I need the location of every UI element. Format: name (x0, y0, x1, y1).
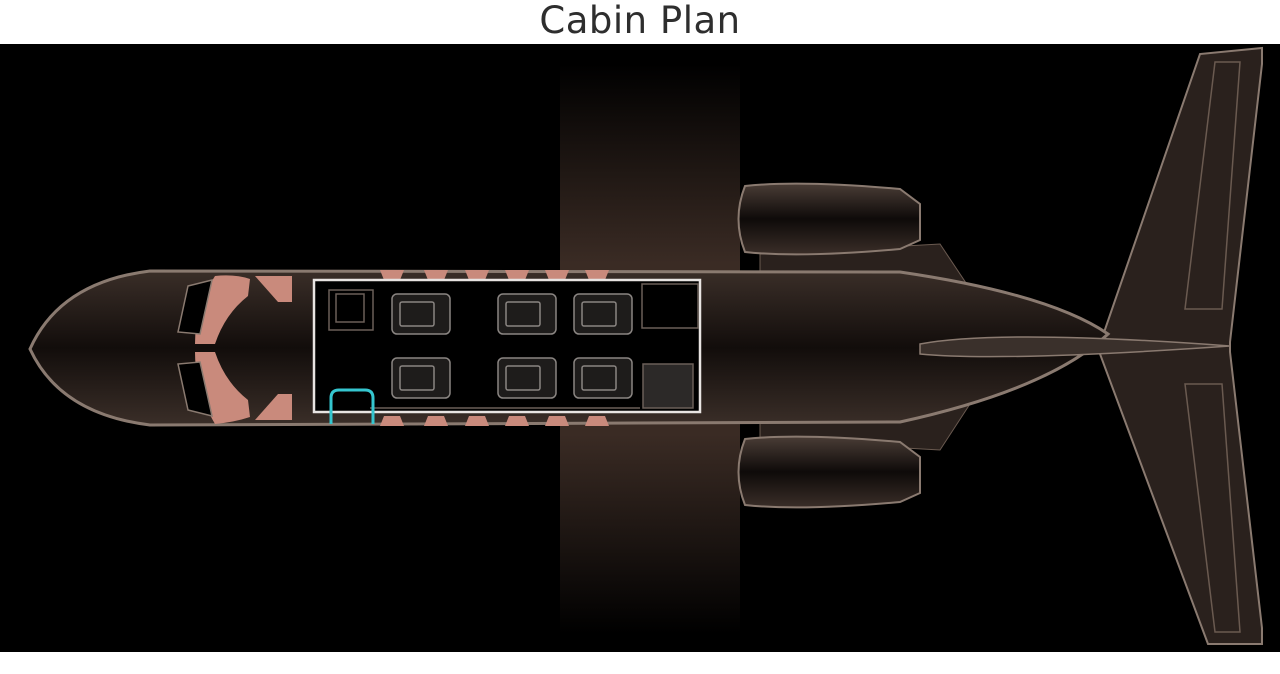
seat (573, 357, 633, 399)
windows-top (380, 270, 609, 280)
passenger-seats (391, 293, 633, 399)
seat (497, 293, 557, 335)
entry-door (329, 388, 375, 424)
aircraft-illustration (28, 46, 1263, 645)
seat (497, 357, 557, 399)
page-title: Cabin Plan (539, 0, 741, 42)
seat (573, 293, 633, 335)
tail-cone (919, 336, 1231, 358)
cabin-plan-diagram (0, 44, 1280, 652)
stabilizer-trim-top (1184, 61, 1241, 310)
cabin-fixtures (328, 283, 699, 409)
windows-bottom (380, 416, 609, 426)
cockpit-consoles (177, 278, 213, 418)
stabilizer-trim-bottom (1184, 383, 1241, 633)
seat (391, 357, 451, 399)
engine-top (737, 182, 921, 256)
seat (391, 293, 451, 335)
engine-bottom (737, 435, 921, 509)
